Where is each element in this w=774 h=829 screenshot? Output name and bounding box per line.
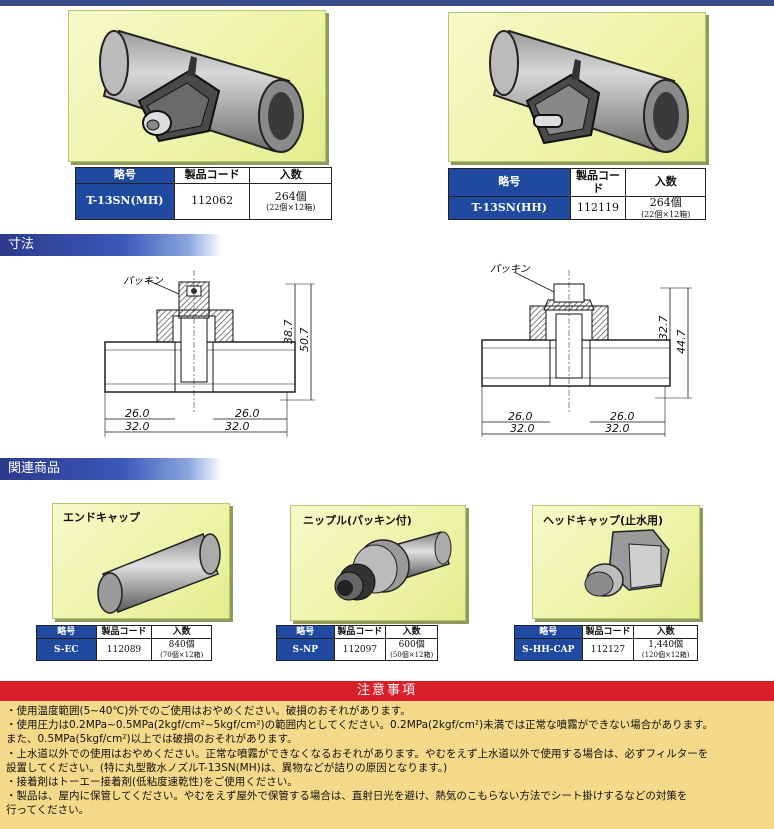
dim-width-2: 26.0 <box>235 407 260 420</box>
dim-width-3: 32.0 <box>510 422 535 435</box>
note-line: ・接着剤はトーエー接着剤(低粘度速乾性)をご使用ください。 <box>6 776 298 789</box>
spec-table-s-ec: 略号 製品コード 入数 S-EC 112089 840個(70個×12箱) <box>36 624 212 661</box>
spec-table-hh: 略号 製品コード 入数 T-13SN(HH) 112119 264個(22個×1… <box>448 167 706 221</box>
note-line: ・製品は、屋内に保管してください。やむをえず屋外で保管する場合は、直射日光を避け… <box>6 790 688 803</box>
end-cap-illustration <box>97 533 221 614</box>
header-product-code: 製品コード <box>95 624 153 640</box>
notes-body: ・使用温度範囲(5~40℃)外でのご使用はおやめください。破損のおそれがあります… <box>0 701 774 829</box>
spec-table-s-np: 略号 製品コード 入数 S-NP 112097 600個(50個×12箱) <box>276 624 438 661</box>
note-line: ・上水道以外での使用はおやめください。正常な噴霧ができなくなるおそれがあります。… <box>6 747 709 760</box>
header-qty: 入数 <box>151 624 212 640</box>
dimension-drawing-mh: パッキン 38.7 50.7 26.0 26.0 32.0 32.0 <box>104 270 315 437</box>
related-panel-head-cap: ヘッドキャップ(止水用) <box>532 505 700 619</box>
spec-table-mh: 略号 製品コード 入数 T-13SN(MH) 112062 264個(22個×1… <box>75 167 332 220</box>
tee-nozzle-mh-illustration <box>99 29 304 153</box>
qty-main: 264個 <box>649 196 682 210</box>
product-number: 112119 <box>569 196 627 221</box>
dimension-drawing-hh: パッキン 32.7 44.7 26.0 26.0 32.0 32.0 <box>481 263 692 437</box>
dim-width-1: 26.0 <box>125 407 150 420</box>
notes-title: 注意事項 <box>356 683 417 698</box>
note-line: ・使用圧力は0.2MPa~0.5MPa(2kgf/cm²~5kgf/cm²)の範… <box>6 719 714 732</box>
qty-sub: (70個×12箱) <box>160 650 204 659</box>
note-line: 行ってください。 <box>6 804 90 817</box>
product-qty: 264個(22個×12箱) <box>249 183 332 220</box>
note-line: 設置してください。(特に丸型散水ノズルT-13SN(MH)は、異物などが詰りの原… <box>6 761 448 774</box>
product-code-label: T-13SN(MH) <box>75 183 175 220</box>
packing-label: パッキン <box>123 275 164 287</box>
header-code: 略号 <box>36 624 97 640</box>
product-code-label: S-HH-CAP <box>514 638 583 661</box>
header-product-code: 製品コード <box>333 624 387 640</box>
section-header-dimensions: 寸法 <box>0 234 222 256</box>
qty-sub: (120個×12箱) <box>641 650 690 659</box>
header-product-code: 製品コード <box>173 167 251 184</box>
dim-width-4: 32.0 <box>225 420 250 433</box>
dim-height-1: 32.7 <box>657 316 670 341</box>
header-qty: 入数 <box>249 167 332 184</box>
product-number: 112062 <box>173 183 251 220</box>
qty-main: 600個 <box>398 640 425 651</box>
related-name: ヘッドキャップ(止水用) <box>543 514 664 527</box>
product-number: 112089 <box>95 638 153 661</box>
qty-main: 264個 <box>274 189 307 203</box>
head-cap-illustration <box>584 529 670 597</box>
header-code: 略号 <box>514 624 583 640</box>
related-panel-nipple: ニップル(パッキン付) <box>290 505 466 621</box>
header-code: 略号 <box>75 167 175 184</box>
dim-height-1: 38.7 <box>282 320 295 345</box>
dim-width-2: 26.0 <box>610 410 635 423</box>
section-title: 寸法 <box>8 237 35 252</box>
header-product-code: 製品コード <box>581 624 635 640</box>
dim-width-1: 26.0 <box>508 410 533 423</box>
product-number: 112127 <box>581 638 635 661</box>
qty-sub: (50個×12箱) <box>390 650 434 659</box>
dim-height-2: 44.7 <box>675 330 688 355</box>
packing-label: パッキン <box>490 263 531 275</box>
product-qty: 1,440個(120個×12箱) <box>633 638 698 661</box>
header-code: 略号 <box>276 624 335 640</box>
product-image-panel-mh <box>68 10 326 162</box>
qty-sub: (22個×12箱) <box>266 203 316 213</box>
dim-width-3: 32.0 <box>125 420 150 433</box>
notes-header: 注意事項 <box>0 681 774 701</box>
top-border <box>0 0 774 6</box>
header-qty: 入数 <box>385 624 438 640</box>
product-qty: 840個(70個×12箱) <box>151 638 212 661</box>
header-code: 略号 <box>448 167 571 198</box>
related-panel-end-cap: エンドキャップ <box>52 503 230 619</box>
dim-width-4: 32.0 <box>605 422 630 435</box>
product-code-label: S-EC <box>36 638 97 661</box>
header-product-code: 製品コード <box>569 167 627 198</box>
product-number: 112097 <box>333 638 387 661</box>
qty-sub: (22個×12箱) <box>641 209 691 219</box>
qty-main: 1,440個 <box>648 640 684 651</box>
section-title: 関連商品 <box>8 461 61 476</box>
header-qty: 入数 <box>633 624 698 640</box>
product-code-label: T-13SN(HH) <box>448 196 571 221</box>
header-qty: 入数 <box>625 167 706 198</box>
section-header-related: 関連商品 <box>0 458 222 480</box>
nipple-illustration <box>334 531 452 601</box>
dim-height-2: 50.7 <box>298 328 311 353</box>
note-line: ・使用温度範囲(5~40℃)外でのご使用はおやめください。破損のおそれがあります… <box>6 705 411 717</box>
spec-table-s-hh-cap: 略号 製品コード 入数 S-HH-CAP 112127 1,440個(120個×… <box>514 624 698 661</box>
tee-nozzle-hh-illustration <box>489 29 689 153</box>
note-line: また、0.5MPa(5kgf/cm²)以上では破損のおそれがあります。 <box>6 733 298 746</box>
related-name: エンドキャップ <box>63 511 140 524</box>
product-image-panel-hh <box>448 12 706 162</box>
product-qty: 264個(22個×12箱) <box>625 196 706 221</box>
product-qty: 600個(50個×12箱) <box>385 638 438 661</box>
qty-main: 840個 <box>168 640 195 651</box>
related-name: ニップル(パッキン付) <box>303 514 412 527</box>
product-code-label: S-NP <box>276 638 335 661</box>
